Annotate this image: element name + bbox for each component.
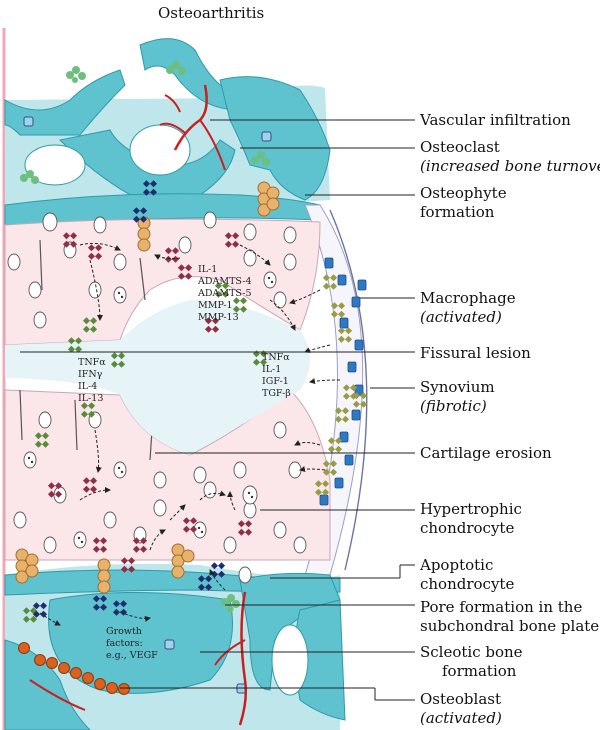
mediators-left-list: TNFα IFNγ IL-4 IL-13 xyxy=(78,357,106,405)
joint-space xyxy=(5,300,310,455)
label-vascular-infiltration: Vascular infiltration xyxy=(420,111,571,129)
mediator-item: IL-4 xyxy=(78,381,98,392)
sclerotic-bone xyxy=(48,592,233,694)
growth-factor-line: Growth xyxy=(106,626,142,637)
mediator-item: MMP-13 xyxy=(198,312,239,323)
upper-cartilage xyxy=(4,218,321,346)
marrow-space-2 xyxy=(24,144,86,186)
osteoclasts xyxy=(15,181,280,594)
diagram-title: Osteoarthritis xyxy=(158,4,265,22)
lower-bone-region xyxy=(4,563,346,730)
marrow-space-lower xyxy=(271,624,309,696)
signaling-arrows xyxy=(39,242,341,626)
mediator-item: IL-1 xyxy=(198,264,218,275)
mediator-item: IGF-1 xyxy=(262,376,289,387)
label-synovium: Synovium(fibrotic) xyxy=(420,378,495,415)
osteophyte-upper xyxy=(219,76,331,201)
vascular-cell-clusters-top xyxy=(20,61,270,184)
mediator-item: TNFα xyxy=(78,357,106,368)
leader-lines xyxy=(20,119,415,701)
mediator-item: TGF-β xyxy=(262,388,291,399)
mediator-item: ADAMTS-4 xyxy=(198,276,252,287)
label-fissural-lesion: Fissural lesion xyxy=(420,344,531,362)
cartilage-fissures xyxy=(19,239,153,461)
upper-bone-region xyxy=(4,38,331,226)
label-osteoblast: Osteoblast(activated) xyxy=(420,690,502,727)
mediator-item: IL-1 xyxy=(262,364,282,375)
pore-cell-cluster xyxy=(221,594,240,613)
growth-factor-line: e.g., VEGF xyxy=(106,650,158,661)
hypertrophic-chondrocyte-nuclei xyxy=(27,276,274,544)
mediator-item: IL-13 xyxy=(78,393,104,404)
mediator-item: MMP-1 xyxy=(198,300,233,311)
label-osteoclast: Osteoclast(increased bone turnover) xyxy=(420,138,600,175)
upper-blood-vessels xyxy=(159,84,226,171)
upper-bone-trabecula-1 xyxy=(4,69,126,136)
lower-blood-vessels xyxy=(29,591,248,726)
growth-factor-line: factors: xyxy=(106,638,143,649)
label-macrophage: Macrophage(activated) xyxy=(420,289,516,326)
hypertrophic-chondrocytes xyxy=(23,271,277,549)
growth-factors-list: Growth factors: e.g., VEGF xyxy=(106,626,158,662)
mediator-item: IFNγ xyxy=(78,369,103,380)
osteoblasts xyxy=(18,642,130,695)
mediators-right-list: TNFα IL-1 IGF-1 TGF-β xyxy=(262,352,291,400)
label-cartilage-erosion: Cartilage erosion xyxy=(420,444,552,462)
marrow-space-1 xyxy=(129,124,191,176)
chondrocytes xyxy=(7,211,307,584)
mediators-upper-list: IL-1 ADAMTS-4 ADAMTS-5 MMP-1 MMP-13 xyxy=(198,264,252,324)
mediator-item: TNFα xyxy=(262,352,290,363)
upper-bone-plate xyxy=(4,193,321,226)
mediator-item: ADAMTS-5 xyxy=(198,288,252,299)
